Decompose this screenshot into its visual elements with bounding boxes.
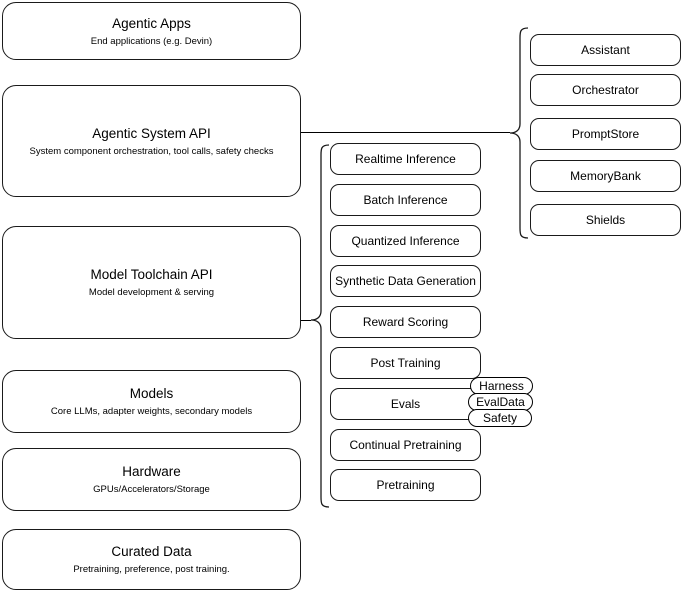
capability-label: Batch Inference	[363, 192, 448, 207]
capability-box-realtime-inference[interactable]: Realtime Inference	[330, 143, 481, 175]
evals-pill-evaldata[interactable]: EvalData	[468, 393, 533, 411]
layer-subtitle: Model development & serving	[88, 287, 215, 298]
capability-label: Quantized Inference	[351, 233, 460, 248]
capability-label: Synthetic Data Generation	[335, 273, 476, 288]
capability-label: Reward Scoring	[362, 314, 449, 329]
capability-box-reward-scoring[interactable]: Reward Scoring	[330, 306, 481, 338]
layer-box-curated-data[interactable]: Curated Data Pretraining, preference, po…	[2, 529, 301, 590]
layer-subtitle: System component orchestration, tool cal…	[29, 145, 274, 157]
component-label: Orchestrator	[572, 82, 639, 97]
capability-box-continual-pretraining[interactable]: Continual Pretraining	[330, 429, 481, 461]
layer-box-models[interactable]: Models Core LLMs, adapter weights, secon…	[2, 370, 301, 433]
capability-label: Post Training	[370, 355, 441, 370]
component-label: PromptStore	[571, 126, 640, 141]
capability-box-evals[interactable]: Evals	[330, 388, 481, 420]
layer-subtitle: End applications (e.g. Devin)	[90, 35, 213, 47]
layer-subtitle: GPUs/Accelerators/Storage	[93, 484, 210, 495]
layer-box-model-toolchain-api[interactable]: Model Toolchain API Model development & …	[2, 226, 301, 339]
component-box-memorybank[interactable]: MemoryBank	[530, 160, 681, 192]
layer-box-agentic-system-api[interactable]: Agentic System API System component orch…	[2, 85, 301, 197]
component-box-assistant[interactable]: Assistant	[530, 34, 681, 66]
layer-box-agentic-apps[interactable]: Agentic Apps End applications (e.g. Devi…	[2, 2, 301, 60]
layer-title: Agentic System API	[92, 125, 211, 141]
capability-box-synthetic-data-generation[interactable]: Synthetic Data Generation	[330, 265, 481, 297]
component-box-shields[interactable]: Shields	[530, 204, 681, 236]
brace-middle-group	[309, 143, 331, 519]
component-box-promptstore[interactable]: PromptStore	[530, 118, 681, 150]
layer-title: Models	[129, 386, 174, 401]
layer-subtitle: Pretraining, preference, post training.	[73, 564, 230, 575]
evals-pill-label: EvalData	[476, 395, 525, 409]
component-label: Shields	[585, 212, 626, 227]
component-label: MemoryBank	[570, 168, 641, 183]
layer-box-hardware[interactable]: Hardware GPUs/Accelerators/Storage	[2, 448, 301, 511]
evals-pill-label: Harness	[479, 379, 524, 393]
layer-title: Hardware	[122, 464, 181, 479]
brace-right-group	[508, 26, 530, 250]
capability-label: Evals	[390, 396, 421, 411]
evals-pill-safety[interactable]: Safety	[468, 409, 532, 427]
evals-pill-harness[interactable]: Harness	[470, 377, 533, 395]
capability-box-batch-inference[interactable]: Batch Inference	[330, 184, 481, 216]
capability-label: Realtime Inference	[355, 151, 456, 166]
capability-box-post-training[interactable]: Post Training	[330, 347, 481, 379]
connector-agentic-system-to-right-group	[301, 132, 510, 133]
capability-label: Pretraining	[376, 477, 435, 492]
layer-title: Curated Data	[111, 544, 192, 559]
layer-title: Agentic Apps	[112, 15, 191, 31]
layer-subtitle: Core LLMs, adapter weights, secondary mo…	[50, 406, 253, 417]
component-box-orchestrator[interactable]: Orchestrator	[530, 74, 681, 106]
capability-label: Continual Pretraining	[349, 437, 462, 452]
capability-box-quantized-inference[interactable]: Quantized Inference	[330, 225, 481, 257]
component-label: Assistant	[581, 42, 630, 57]
capability-box-pretraining[interactable]: Pretraining	[330, 469, 481, 501]
connector-model-toolchain-to-middle-group	[301, 320, 311, 321]
layer-title: Model Toolchain API	[90, 267, 213, 282]
evals-pill-label: Safety	[482, 411, 518, 425]
